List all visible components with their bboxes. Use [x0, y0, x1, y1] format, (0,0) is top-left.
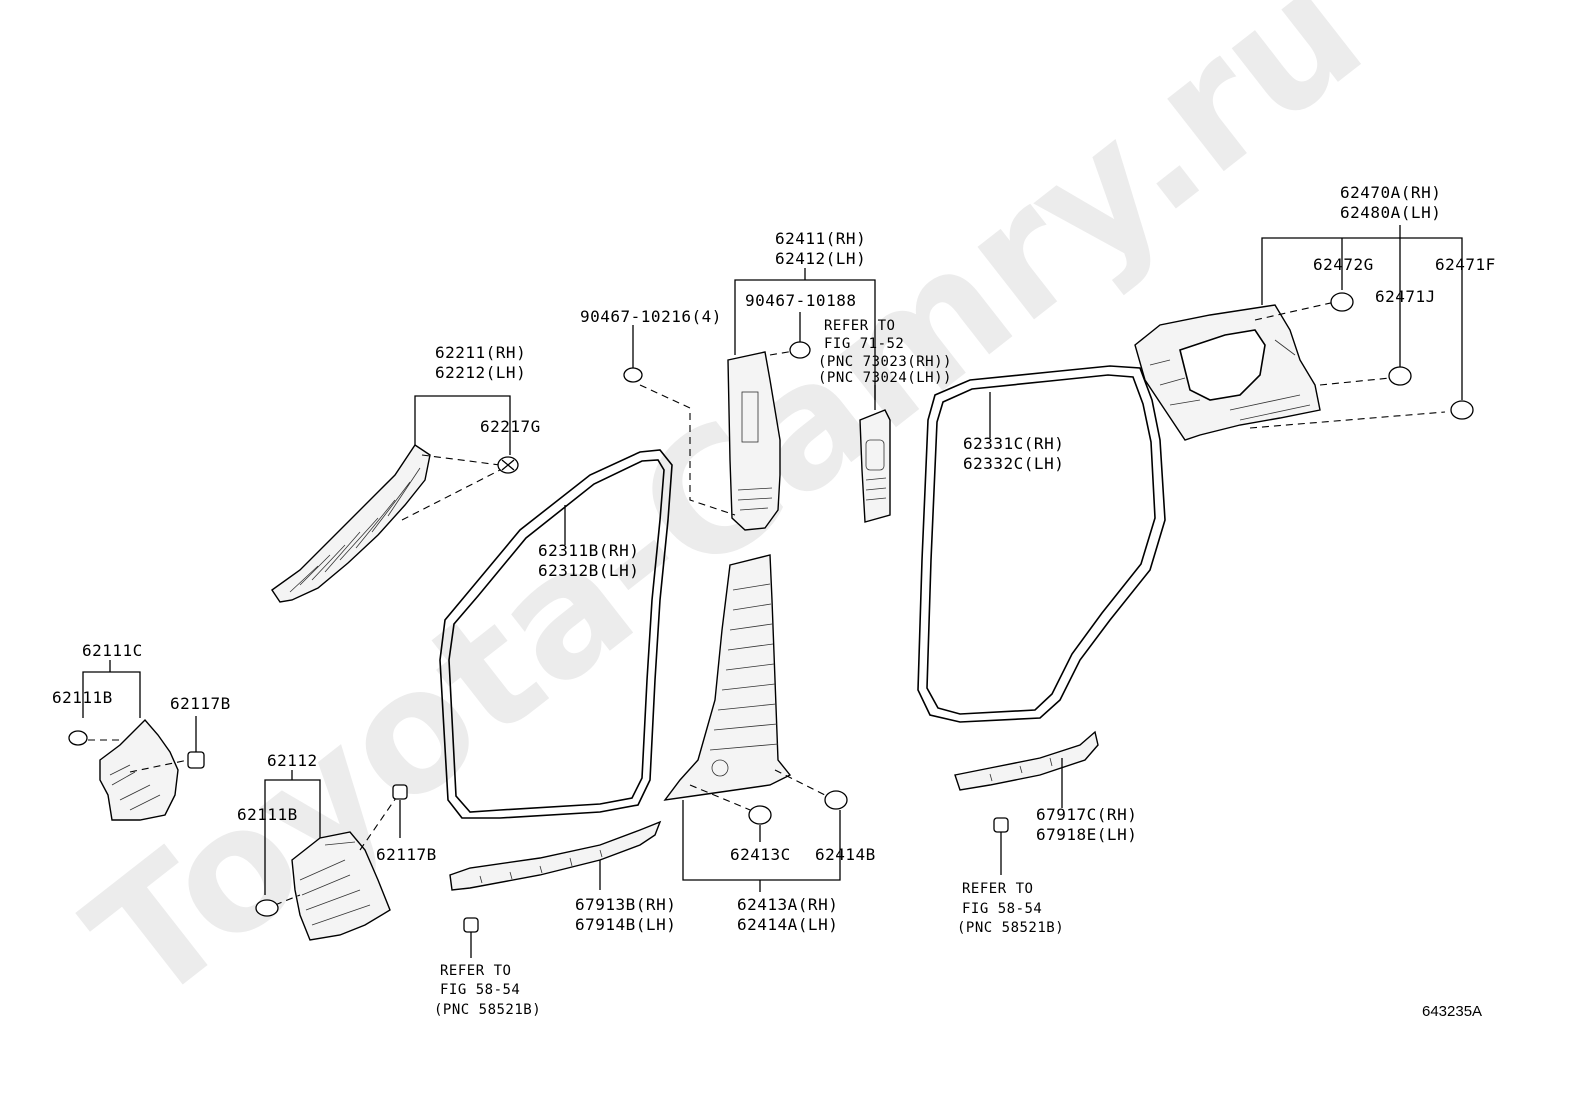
label-62472g: 62472G [1313, 255, 1374, 274]
callout-62470a [1261, 237, 1463, 400]
front-scuff-plate[interactable] [449, 820, 662, 891]
label-62331c: 62331C(RH) [963, 434, 1064, 453]
clip-62111b-lower[interactable] [255, 899, 279, 917]
label-62414b: 62414B [815, 845, 876, 864]
center-pillar-lower-garnish[interactable] [663, 554, 792, 801]
dash-62413a [689, 769, 826, 813]
roof-side-inner-garnish[interactable] [1134, 304, 1321, 441]
dash-62470a [1249, 301, 1446, 429]
ref-right-line3: (PNC 58521B) [957, 920, 1064, 936]
label-62312b: 62312B(LH) [538, 561, 639, 580]
label-90467-10188: 90467-10188 [745, 291, 856, 310]
label-62111b-lower: 62111B [237, 805, 298, 824]
ref-right-line1: REFER TO [962, 881, 1033, 897]
clip-62471f[interactable] [1450, 400, 1474, 420]
clip-62217g[interactable] [497, 456, 519, 474]
clip-62471j[interactable] [1388, 366, 1412, 386]
rear-scuff-plate[interactable] [954, 730, 1099, 791]
callout-62413a [682, 800, 841, 881]
clip-90467-10216[interactable] [623, 367, 643, 383]
label-67914b: 67914B(LH) [575, 915, 676, 934]
label-62471f: 62471F [1435, 255, 1496, 274]
dash-62112 [274, 794, 399, 906]
dash-62217g [401, 454, 501, 521]
clip-62472g[interactable] [1330, 292, 1354, 312]
label-62211: 62211(RH) [435, 343, 526, 362]
label-62470a: 62470A(RH) [1340, 183, 1441, 202]
label-62311b: 62311B(RH) [538, 541, 639, 560]
seat-belt-adjuster[interactable] [859, 409, 891, 523]
ref-left-line1: REFER TO [440, 963, 511, 979]
ref-left-line3: (PNC 58521B) [434, 1002, 541, 1018]
label-62212: 62212(LH) [435, 363, 526, 382]
cowl-side-trim-upper[interactable] [99, 718, 179, 821]
label-62111b-upper: 62111B [52, 688, 113, 707]
label-62413a: 62413A(RH) [737, 895, 838, 914]
label-67918e: 67918E(LH) [1036, 825, 1137, 844]
clip-62117b-upper[interactable] [187, 751, 205, 769]
label-62332c: 62332C(LH) [963, 454, 1064, 473]
clip-62117b-lower[interactable] [392, 784, 408, 800]
front-door-weatherstrip[interactable] [439, 449, 673, 819]
clip-62413c[interactable] [748, 805, 772, 825]
figure-id: 643235A [1422, 1003, 1482, 1020]
label-62412: 62412(LH) [775, 249, 866, 268]
clip-58521b-left[interactable] [463, 917, 479, 933]
label-62413c: 62413C [730, 845, 791, 864]
label-62217g: 62217G [480, 417, 541, 436]
label-62414a: 62414A(LH) [737, 915, 838, 934]
ref-left-line2: FIG 58-54 [440, 982, 520, 998]
cowl-side-trim-lower[interactable] [291, 831, 391, 941]
watermark: Toyota-Camry.ru [54, 0, 1397, 1042]
clip-90467-10188[interactable] [789, 341, 811, 359]
label-90467-10216: 90467-10216(4) [580, 307, 722, 326]
label-62480a: 62480A(LH) [1340, 203, 1441, 222]
label-67913b: 67913B(RH) [575, 895, 676, 914]
dash-62111c [88, 739, 189, 773]
label-62117b-upper: 62117B [170, 694, 231, 713]
ref-fig71-line4: (PNC 73024(LH)) [818, 370, 952, 386]
ref-fig71-line1: REFER TO [824, 318, 895, 334]
label-62112: 62112 [267, 751, 318, 770]
ref-fig71-line2: FIG 71-52 [824, 336, 904, 352]
callout-62211 [414, 395, 511, 455]
label-62111c: 62111C [82, 641, 143, 660]
label-62411: 62411(RH) [775, 229, 866, 248]
clip-58521b-right[interactable] [993, 817, 1009, 833]
clip-62414b[interactable] [824, 790, 848, 810]
center-pillar-upper-garnish[interactable] [727, 351, 781, 531]
label-62117b-lower: 62117B [376, 845, 437, 864]
callout-62111c [82, 671, 141, 718]
label-67917c: 67917C(RH) [1036, 805, 1137, 824]
clip-62111b-upper[interactable] [68, 730, 88, 746]
label-62471j: 62471J [1375, 287, 1436, 306]
rear-door-weatherstrip[interactable] [917, 365, 1166, 723]
a-pillar-garnish[interactable] [271, 444, 431, 603]
ref-right-line2: FIG 58-54 [962, 901, 1042, 917]
ref-fig71-line3: (PNC 73023(RH)) [818, 354, 952, 370]
